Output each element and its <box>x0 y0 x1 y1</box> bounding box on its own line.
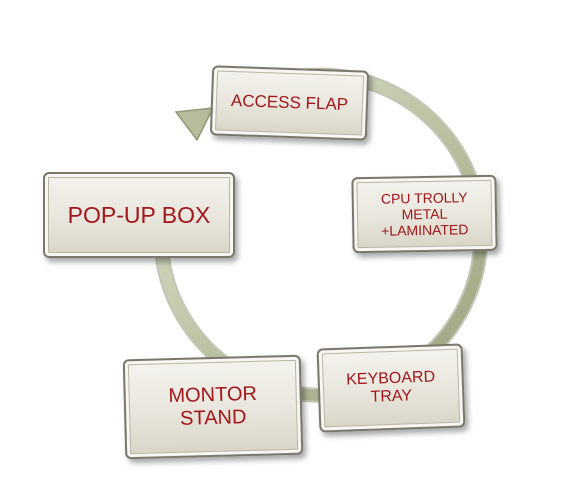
node-cpu-trolly-line-1: CPU TROLLY <box>380 189 468 207</box>
ring-arrow-icon <box>174 107 215 142</box>
node-montor-stand: MONTOR STAND <box>122 354 304 460</box>
node-access-flap: ACCESS FLAP <box>209 65 370 141</box>
node-cpu-trolly: CPU TROLLY METAL +LAMINATED <box>351 174 498 254</box>
node-keyboard-tray: KEYBOARD TRAY <box>316 343 466 433</box>
node-montor-stand-line-1: MONTOR <box>168 382 258 408</box>
node-pop-up-box: POP-UP BOX <box>43 172 235 258</box>
node-montor-stand-line-2: STAND <box>179 406 247 430</box>
node-access-flap-line-1: ACCESS FLAP <box>230 91 349 115</box>
node-cpu-trolly-line-2: METAL <box>401 205 448 223</box>
node-keyboard-tray-line-1: KEYBOARD <box>345 368 436 389</box>
node-cpu-trolly-line-3: +LAMINATED <box>381 221 469 239</box>
node-keyboard-tray-line-2: TRAY <box>370 387 413 406</box>
node-pop-up-box-line-1: POP-UP BOX <box>67 201 211 228</box>
